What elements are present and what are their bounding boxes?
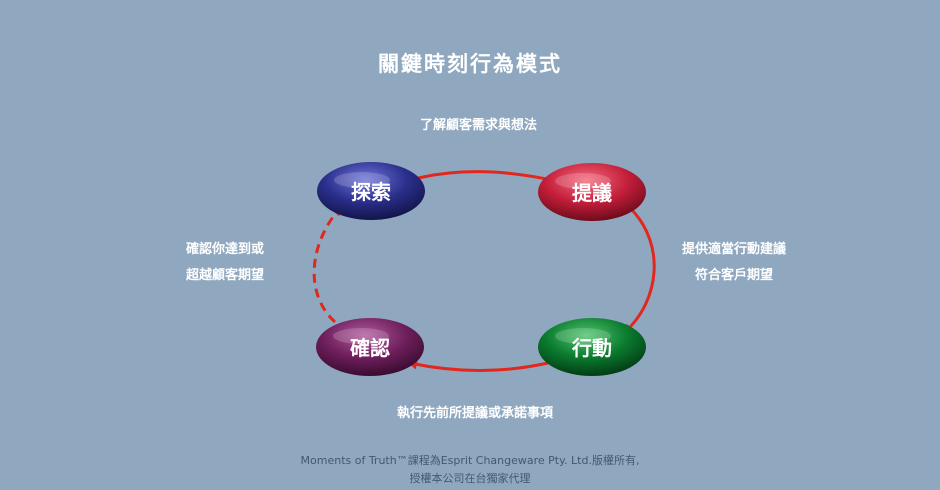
edge-label-left-line1: 確認你達到或 [186, 242, 265, 257]
node-act: 行動 [538, 318, 646, 376]
edge-label-right-line2: 符合客戶期望 [695, 268, 774, 283]
node-confirm-label: 確認 [350, 336, 390, 360]
copyright-line2: 授權本公司在台獨家代理 [409, 472, 531, 485]
arrow-explore-to-propose [417, 170, 559, 185]
copyright-footer: Moments of Truth™課程為Esprit Changeware Pt… [0, 452, 940, 488]
edge-label-left: 確認你達到或 超越顧客期望 [186, 237, 264, 289]
arrow-confirm-to-explore [312, 205, 342, 324]
node-act-label: 行動 [571, 336, 612, 360]
edge-label-right-line1: 提供適當行動建議 [682, 242, 787, 257]
edge-label-top: 了解顧客需求與想法 [420, 118, 538, 133]
edge-label-right: 提供適當行動建議 符合客戶期望 [682, 237, 786, 289]
diagram-title: 關鍵時刻行為模式 [378, 52, 562, 76]
node-explore-label: 探索 [351, 180, 391, 204]
copyright-line1: Moments of Truth™課程為Esprit Changeware Pt… [300, 454, 640, 467]
node-propose-label: 提議 [572, 181, 612, 205]
edge-label-bottom: 執行先前所提議或承諾事項 [397, 406, 554, 421]
arrow-propose-to-act [622, 208, 656, 335]
edge-label-left-line2: 超越顧客期望 [186, 268, 265, 283]
node-propose: 提議 [538, 163, 646, 221]
node-explore: 探索 [317, 162, 425, 220]
node-confirm: 確認 [316, 318, 424, 376]
arrow-act-to-confirm [407, 359, 549, 372]
